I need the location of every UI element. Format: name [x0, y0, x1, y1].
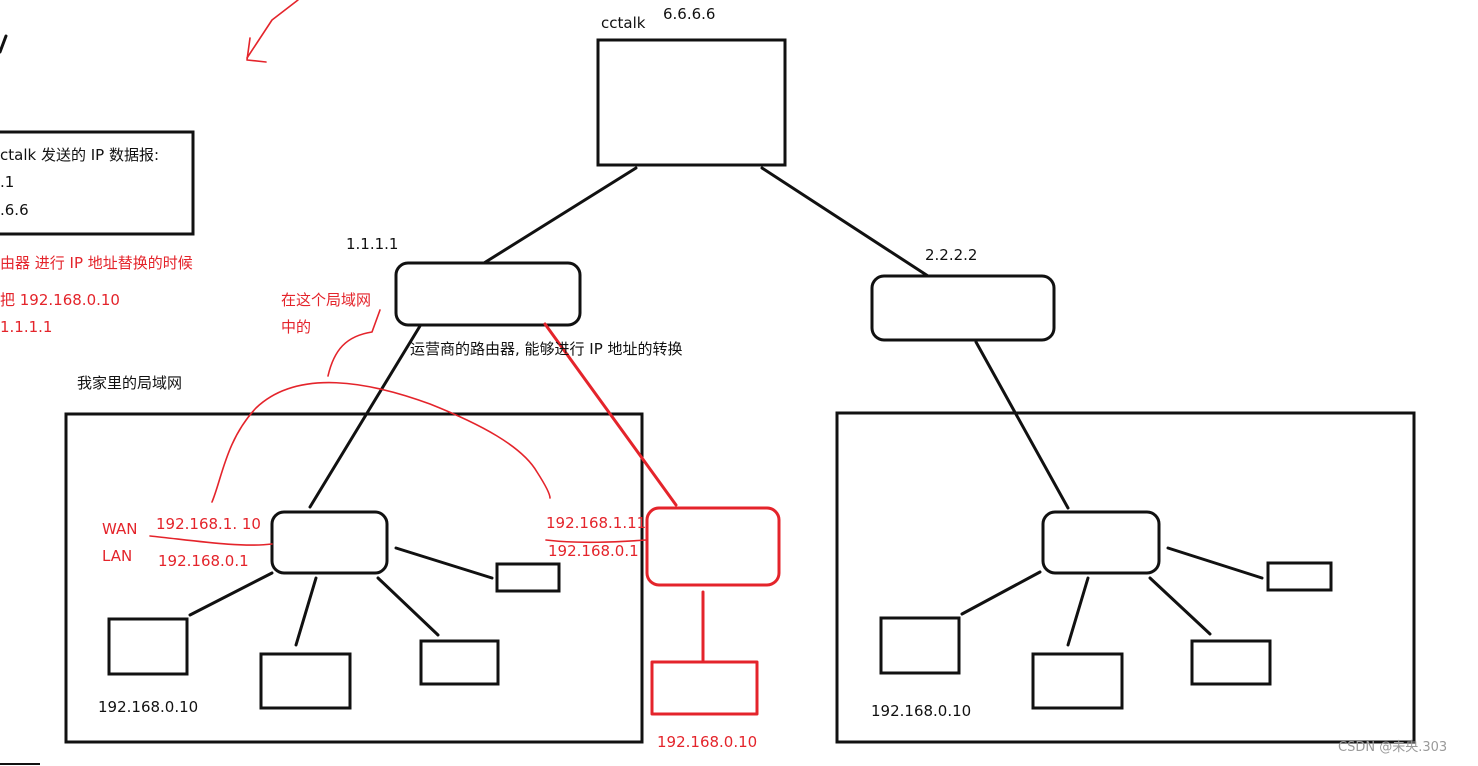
server-name-label: cctalk: [601, 14, 646, 32]
red-note-line-3: 1.1.1.1: [0, 318, 53, 336]
home-router-lan-ip: 192.168.0.1: [158, 552, 249, 570]
red-annotations: [543, 322, 781, 716]
right-lan-boundary: [835, 411, 1416, 744]
right-router: [1041, 510, 1161, 575]
red-arrow-top: [246, 0, 299, 59]
link-home-host-2: [294, 576, 318, 647]
note-box: [0, 130, 195, 236]
arrow-fragment-top-left: [0, 34, 8, 54]
home-lan-title: 我家里的局域网: [77, 374, 183, 392]
red-router-lan-ip: 192.168.0.1: [548, 542, 639, 560]
note-line-2: .1: [0, 173, 15, 191]
link-right-host-1: [960, 570, 1042, 616]
red-router: [645, 506, 781, 587]
right-isp-router: [870, 274, 1056, 342]
wan-label: WAN: [102, 520, 138, 538]
link-server-right-isp: [760, 166, 930, 278]
link-right-isp-right-router: [974, 340, 1070, 510]
watermark: CSDN @未央.303: [1338, 740, 1448, 755]
lan-note-line-2: 中的: [281, 318, 312, 336]
red-note-line-1: 由器 进行 IP 地址替换的时候: [0, 254, 193, 272]
red-host-ip-label: 192.168.0.10: [657, 733, 758, 751]
home-host-ip-label: 192.168.0.10: [98, 698, 199, 716]
devices: [0, 38, 1416, 744]
right-isp-ip-label: 2.2.2.2: [925, 246, 978, 264]
home-lan-boundary: [64, 412, 644, 744]
link-right-host-4: [1166, 546, 1264, 580]
link-home-host-1: [188, 571, 274, 617]
red-host: [650, 660, 759, 716]
right-host-ip-label: 192.168.0.10: [871, 702, 972, 720]
lan-label: LAN: [102, 547, 133, 565]
red-curve-home-to-red-router: [211, 381, 551, 503]
red-router-wan-ip: 192.168.1.11: [546, 514, 647, 532]
lan-note-line-1: 在这个局域网: [281, 291, 372, 309]
right-host-1: [879, 616, 961, 675]
red-underline-wan-lan: [149, 535, 273, 546]
home-host-2: [259, 652, 352, 710]
links: [0, 34, 1264, 647]
link-home-host-3: [376, 576, 440, 637]
home-host-3: [419, 639, 500, 686]
right-host-4: [1266, 561, 1333, 592]
red-curve-to-lan-note: [327, 309, 381, 377]
cctalk-server: [596, 38, 787, 167]
red-link-isp-to-red-router: [543, 322, 678, 507]
home-router-wan-ip: 192.168.1. 10: [156, 515, 261, 533]
link-right-host-3: [1148, 576, 1212, 636]
right-host-3: [1190, 639, 1272, 686]
link-server-left-isp: [482, 166, 638, 265]
left-isp-router: [394, 261, 582, 327]
right-host-2: [1031, 652, 1124, 710]
note-line-3: .6.6: [0, 201, 29, 219]
link-right-host-2: [1066, 576, 1090, 647]
link-home-host-4: [394, 546, 494, 580]
server-ip-label: 6.6.6.6: [663, 5, 716, 23]
home-host-1: [107, 617, 189, 676]
red-arrow-head: [246, 37, 267, 63]
left-isp-ip-label: 1.1.1.1: [346, 235, 399, 253]
note-line-1: ctalk 发送的 IP 数据报:: [0, 146, 160, 164]
red-underline-red-router: [545, 539, 647, 544]
home-host-4: [495, 562, 561, 593]
home-router: [270, 510, 389, 575]
link-left-isp-home-router: [308, 324, 422, 509]
red-note-line-2: 把 192.168.0.10: [0, 291, 120, 309]
isp-router-caption: 运营商的路由器, 能够进行 IP 地址的转换: [410, 340, 683, 358]
red-handwriting: [149, 0, 647, 546]
